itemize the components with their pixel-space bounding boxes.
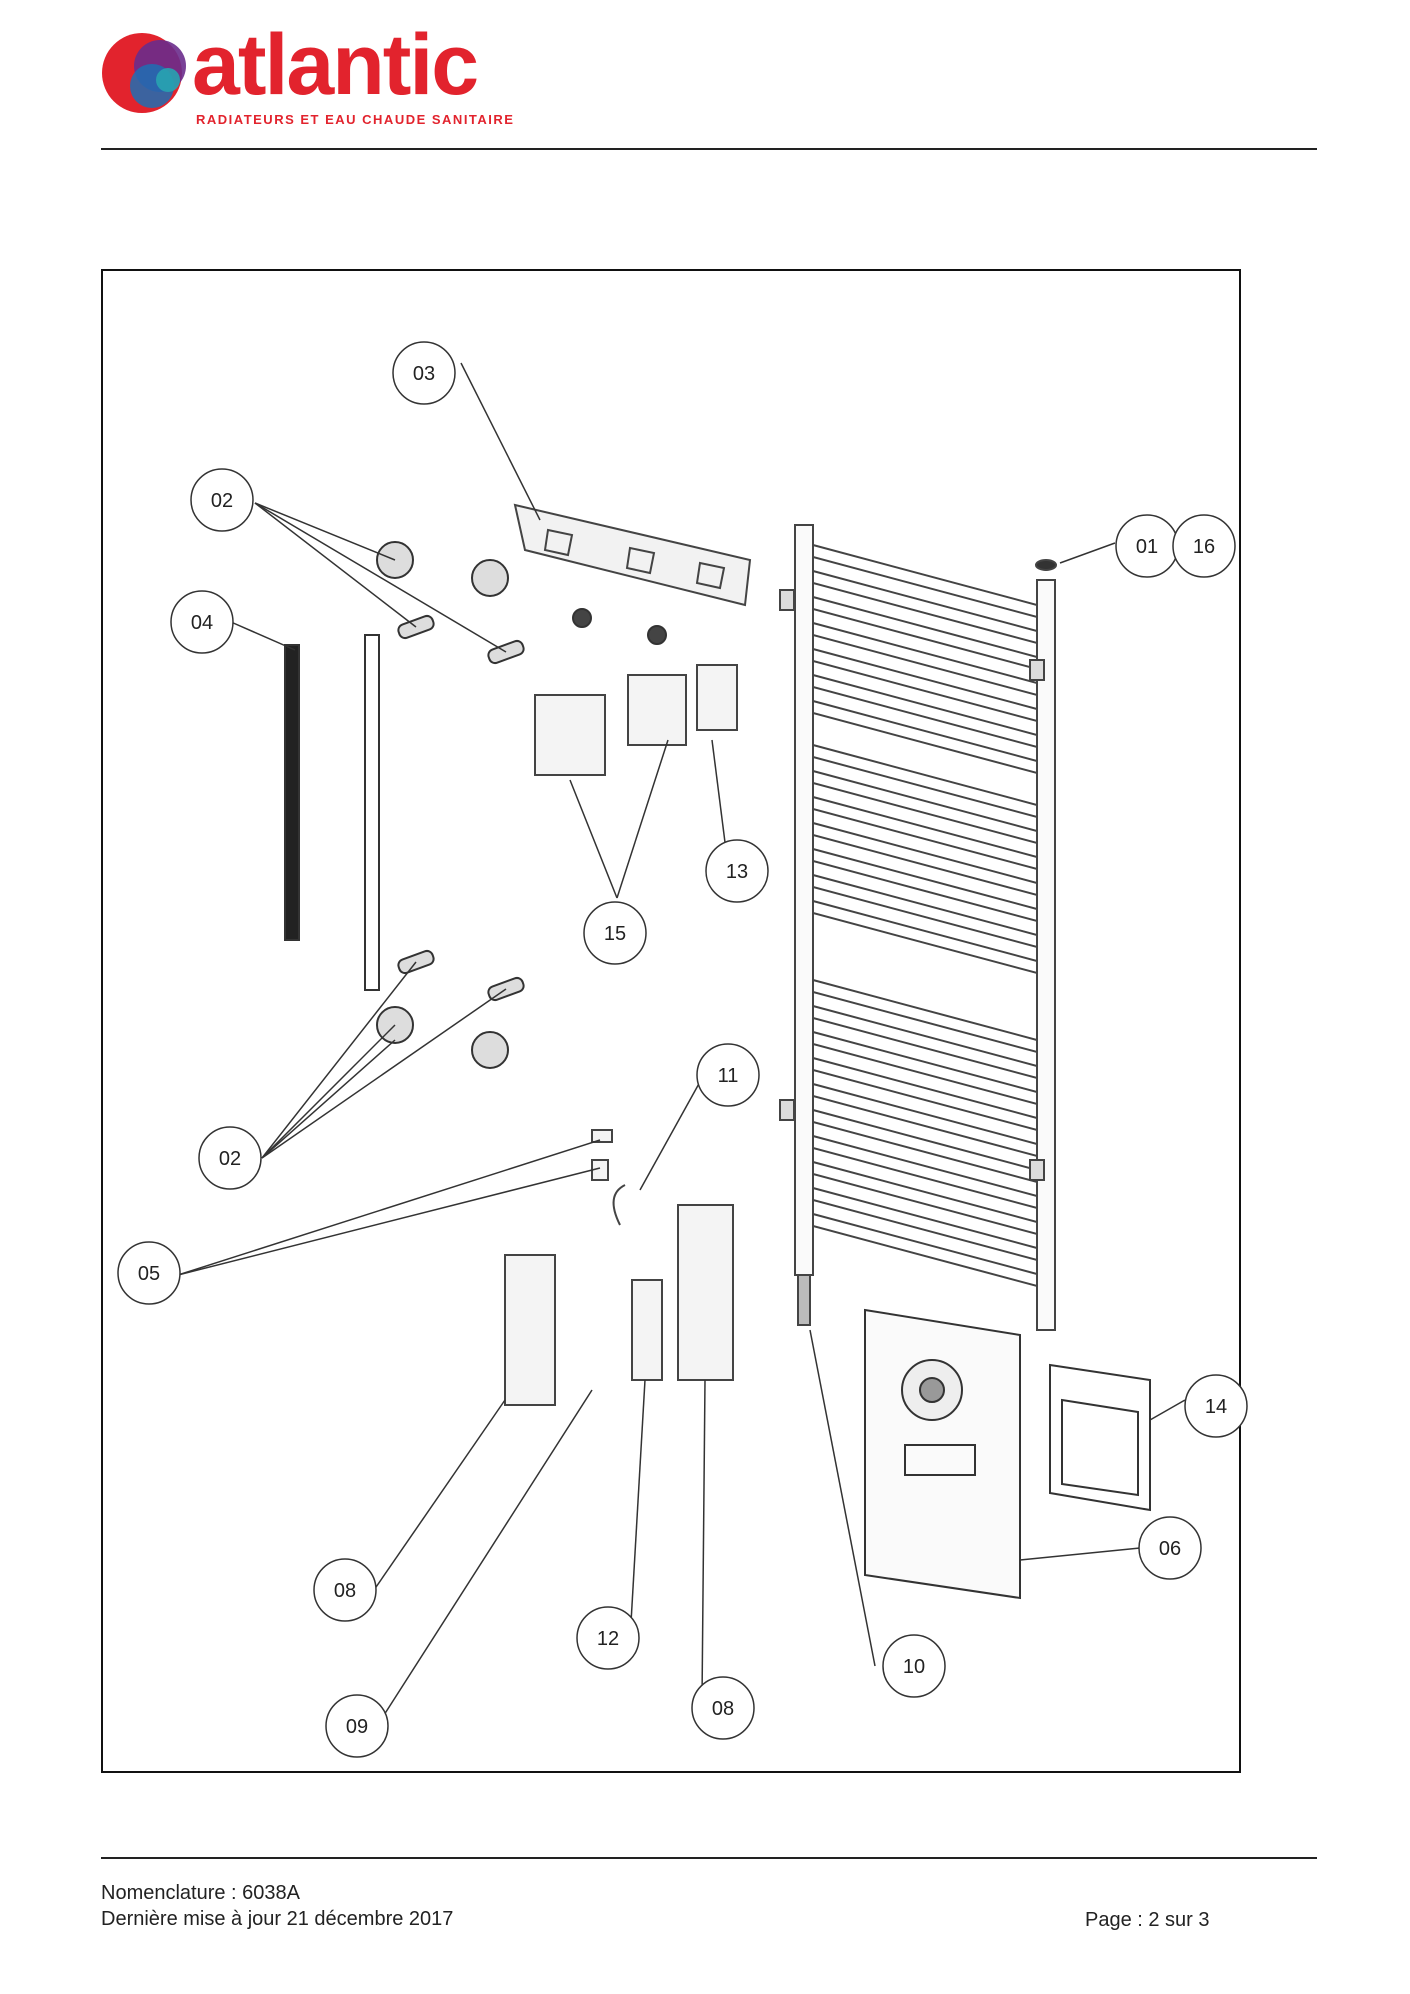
callout-10: 10 <box>903 1656 925 1678</box>
callout-05: 05 <box>138 1263 160 1285</box>
brand-tagline: RADIATEURS ET EAU CHAUDE SANITAIRE <box>196 112 515 127</box>
radiator-bar <box>812 899 1038 975</box>
radiator-bar <box>812 673 1038 749</box>
callout-13: 13 <box>726 861 748 883</box>
radiator-bar <box>812 1082 1038 1158</box>
wall-fixings <box>376 541 667 1069</box>
callout-circles <box>117 341 1248 1758</box>
nomenclature-label: Nomenclature : 6038A <box>101 1882 301 1904</box>
radiator-bar <box>812 543 1038 619</box>
radiator-drawing <box>779 524 1057 1331</box>
radiator-bar <box>812 1186 1038 1262</box>
callout-06: 06 <box>1159 1538 1181 1560</box>
radiator-bar <box>812 743 1038 819</box>
heating-unit <box>864 1308 1021 1600</box>
radiator-bar <box>812 621 1038 697</box>
footer-divider <box>101 1857 1317 1859</box>
cover-panel <box>1049 1363 1151 1512</box>
radiator-bar <box>812 978 1038 1054</box>
callout-16: 16 <box>1193 536 1215 558</box>
brand-name: atlantic <box>192 17 479 113</box>
radiator-bar <box>812 873 1038 949</box>
radiator-bar <box>812 795 1038 871</box>
last-update-label: Dernière mise à jour 21 décembre 2017 <box>101 1908 454 1930</box>
radiator-bar <box>812 699 1038 775</box>
callout-04: 04 <box>191 612 213 634</box>
electronic-boxes <box>504 664 738 1406</box>
radiator-bar <box>812 847 1038 923</box>
radiator-bar <box>812 1056 1038 1132</box>
wall-rails <box>284 634 380 991</box>
callout-03: 03 <box>413 363 435 385</box>
callout-02-bottom: 02 <box>219 1148 241 1170</box>
callout-14: 14 <box>1205 1396 1227 1418</box>
callout-02-top: 02 <box>211 490 233 512</box>
radiator-bar <box>812 1030 1038 1106</box>
header-divider <box>101 148 1317 150</box>
page-header: atlantic RADIATEURS ET EAU CHAUDE SANITA… <box>0 0 1410 160</box>
callout-labels: 03 02 04 01 16 13 15 11 02 05 14 06 08 1… <box>138 363 1227 1738</box>
radiator-bars <box>812 543 1038 1288</box>
top-mounting-bracket <box>513 503 752 607</box>
radiator-bar <box>812 1160 1038 1236</box>
callout-08-left: 08 <box>334 1580 356 1602</box>
callout-01: 01 <box>1136 536 1158 558</box>
callout-08-right: 08 <box>712 1698 734 1720</box>
callout-11: 11 <box>718 1065 739 1087</box>
radiator-bar <box>812 769 1038 845</box>
leader-lines <box>177 362 1186 1716</box>
page-number: Page : 2 sur 3 <box>1085 1909 1210 1931</box>
radiator-bar <box>812 1134 1038 1210</box>
radiator-bar <box>812 821 1038 897</box>
callout-12: 12 <box>597 1628 619 1650</box>
radiator-bar <box>812 647 1038 723</box>
callout-09: 09 <box>346 1716 368 1738</box>
radiator-bar <box>812 1212 1038 1288</box>
callout-15: 15 <box>604 923 626 945</box>
footer-document-info: Nomenclature : 6038A Dernière mise à jou… <box>101 1880 453 1932</box>
atlantic-logo <box>102 33 186 113</box>
radiator-bar <box>812 1108 1038 1184</box>
radiator-bar <box>812 1004 1038 1080</box>
radiator-bar <box>812 569 1038 645</box>
